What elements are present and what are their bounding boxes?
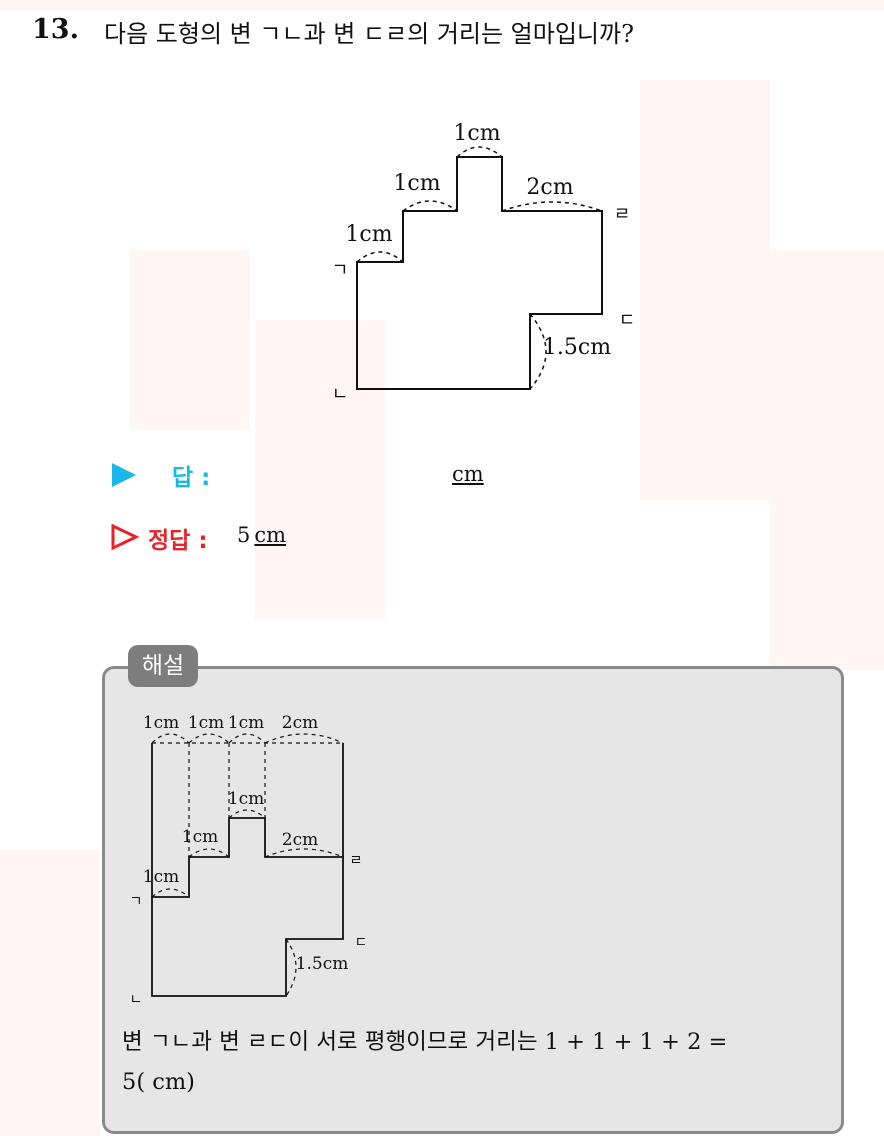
correct-answer-value: 5 [237, 523, 251, 547]
background-tint [770, 250, 884, 670]
label-notch: 1.5cm [543, 335, 611, 360]
top-row-label-1: 1cm [143, 713, 179, 733]
answer-label: 답 : [172, 465, 211, 491]
top-row-label-2: 1cm [188, 713, 224, 733]
answer-unit: cm [452, 462, 484, 486]
correct-answer-label: 정답 : [148, 528, 208, 554]
solution-tag: 해설 [128, 645, 198, 687]
sol-vertex-n: ㄴ [130, 992, 143, 1008]
solution-text: 변 ㄱㄴ과 변 ㄹㄷ이 서로 평행이므로 거리는 1 + 1 + 1 + 2 =… [122, 1022, 832, 1102]
vertex-g: ㄱ [332, 260, 349, 281]
label-step1: 1cm [345, 222, 392, 247]
vertex-r: ㄹ [614, 204, 631, 225]
figure-solution: 1cm 1cm 1cm 2cm 1cm 1cm 1cm 2cm 1.5cm ㄱ … [130, 713, 368, 1008]
sol-label-right-top: 2cm [282, 830, 318, 850]
sol-label-notch: 1.5cm [296, 954, 349, 974]
figure-main: 1cm 1cm 1cm 2cm 1.5cm ㄱ ㄴ ㄹ ㄷ [332, 121, 636, 405]
background-tint [130, 250, 250, 430]
background-tint [640, 80, 770, 500]
vertex-d: ㄷ [619, 310, 636, 331]
vertex-n: ㄴ [332, 384, 349, 405]
answer-arrow-icon [112, 463, 136, 487]
question-text: 다음 도형의 변 ㄱㄴ과 변 ㄷㄹ의 거리는 얼마입니까? [104, 20, 634, 48]
sol-label-step1: 1cm [143, 867, 179, 887]
correct-answer-arrow-icon [111, 523, 140, 551]
background-tint [255, 320, 385, 620]
background-tint [0, 850, 100, 1136]
sol-vertex-r: ㄹ [350, 853, 363, 869]
sol-vertex-d: ㄷ [355, 935, 368, 951]
correct-answer-unit: cm [254, 523, 287, 547]
label-right-top: 2cm [526, 175, 573, 200]
sol-label-step2: 1cm [182, 827, 218, 847]
background-tint [0, 0, 884, 10]
solution-box [102, 666, 844, 1134]
sol-vertex-g: ㄱ [130, 894, 143, 910]
label-top: 1cm [453, 121, 500, 146]
question-number: 13. [32, 14, 79, 45]
solution-text-line2: 5( cm) [122, 1069, 195, 1095]
top-row-label-4: 2cm [282, 713, 318, 733]
sol-label-top: 1cm [228, 789, 264, 809]
solution-text-line1: 변 ㄱㄴ과 변 ㄹㄷ이 서로 평행이므로 거리는 1 + 1 + 1 + 2 = [122, 1029, 728, 1055]
label-step2: 1cm [393, 171, 440, 196]
top-row-label-3: 1cm [228, 713, 264, 733]
